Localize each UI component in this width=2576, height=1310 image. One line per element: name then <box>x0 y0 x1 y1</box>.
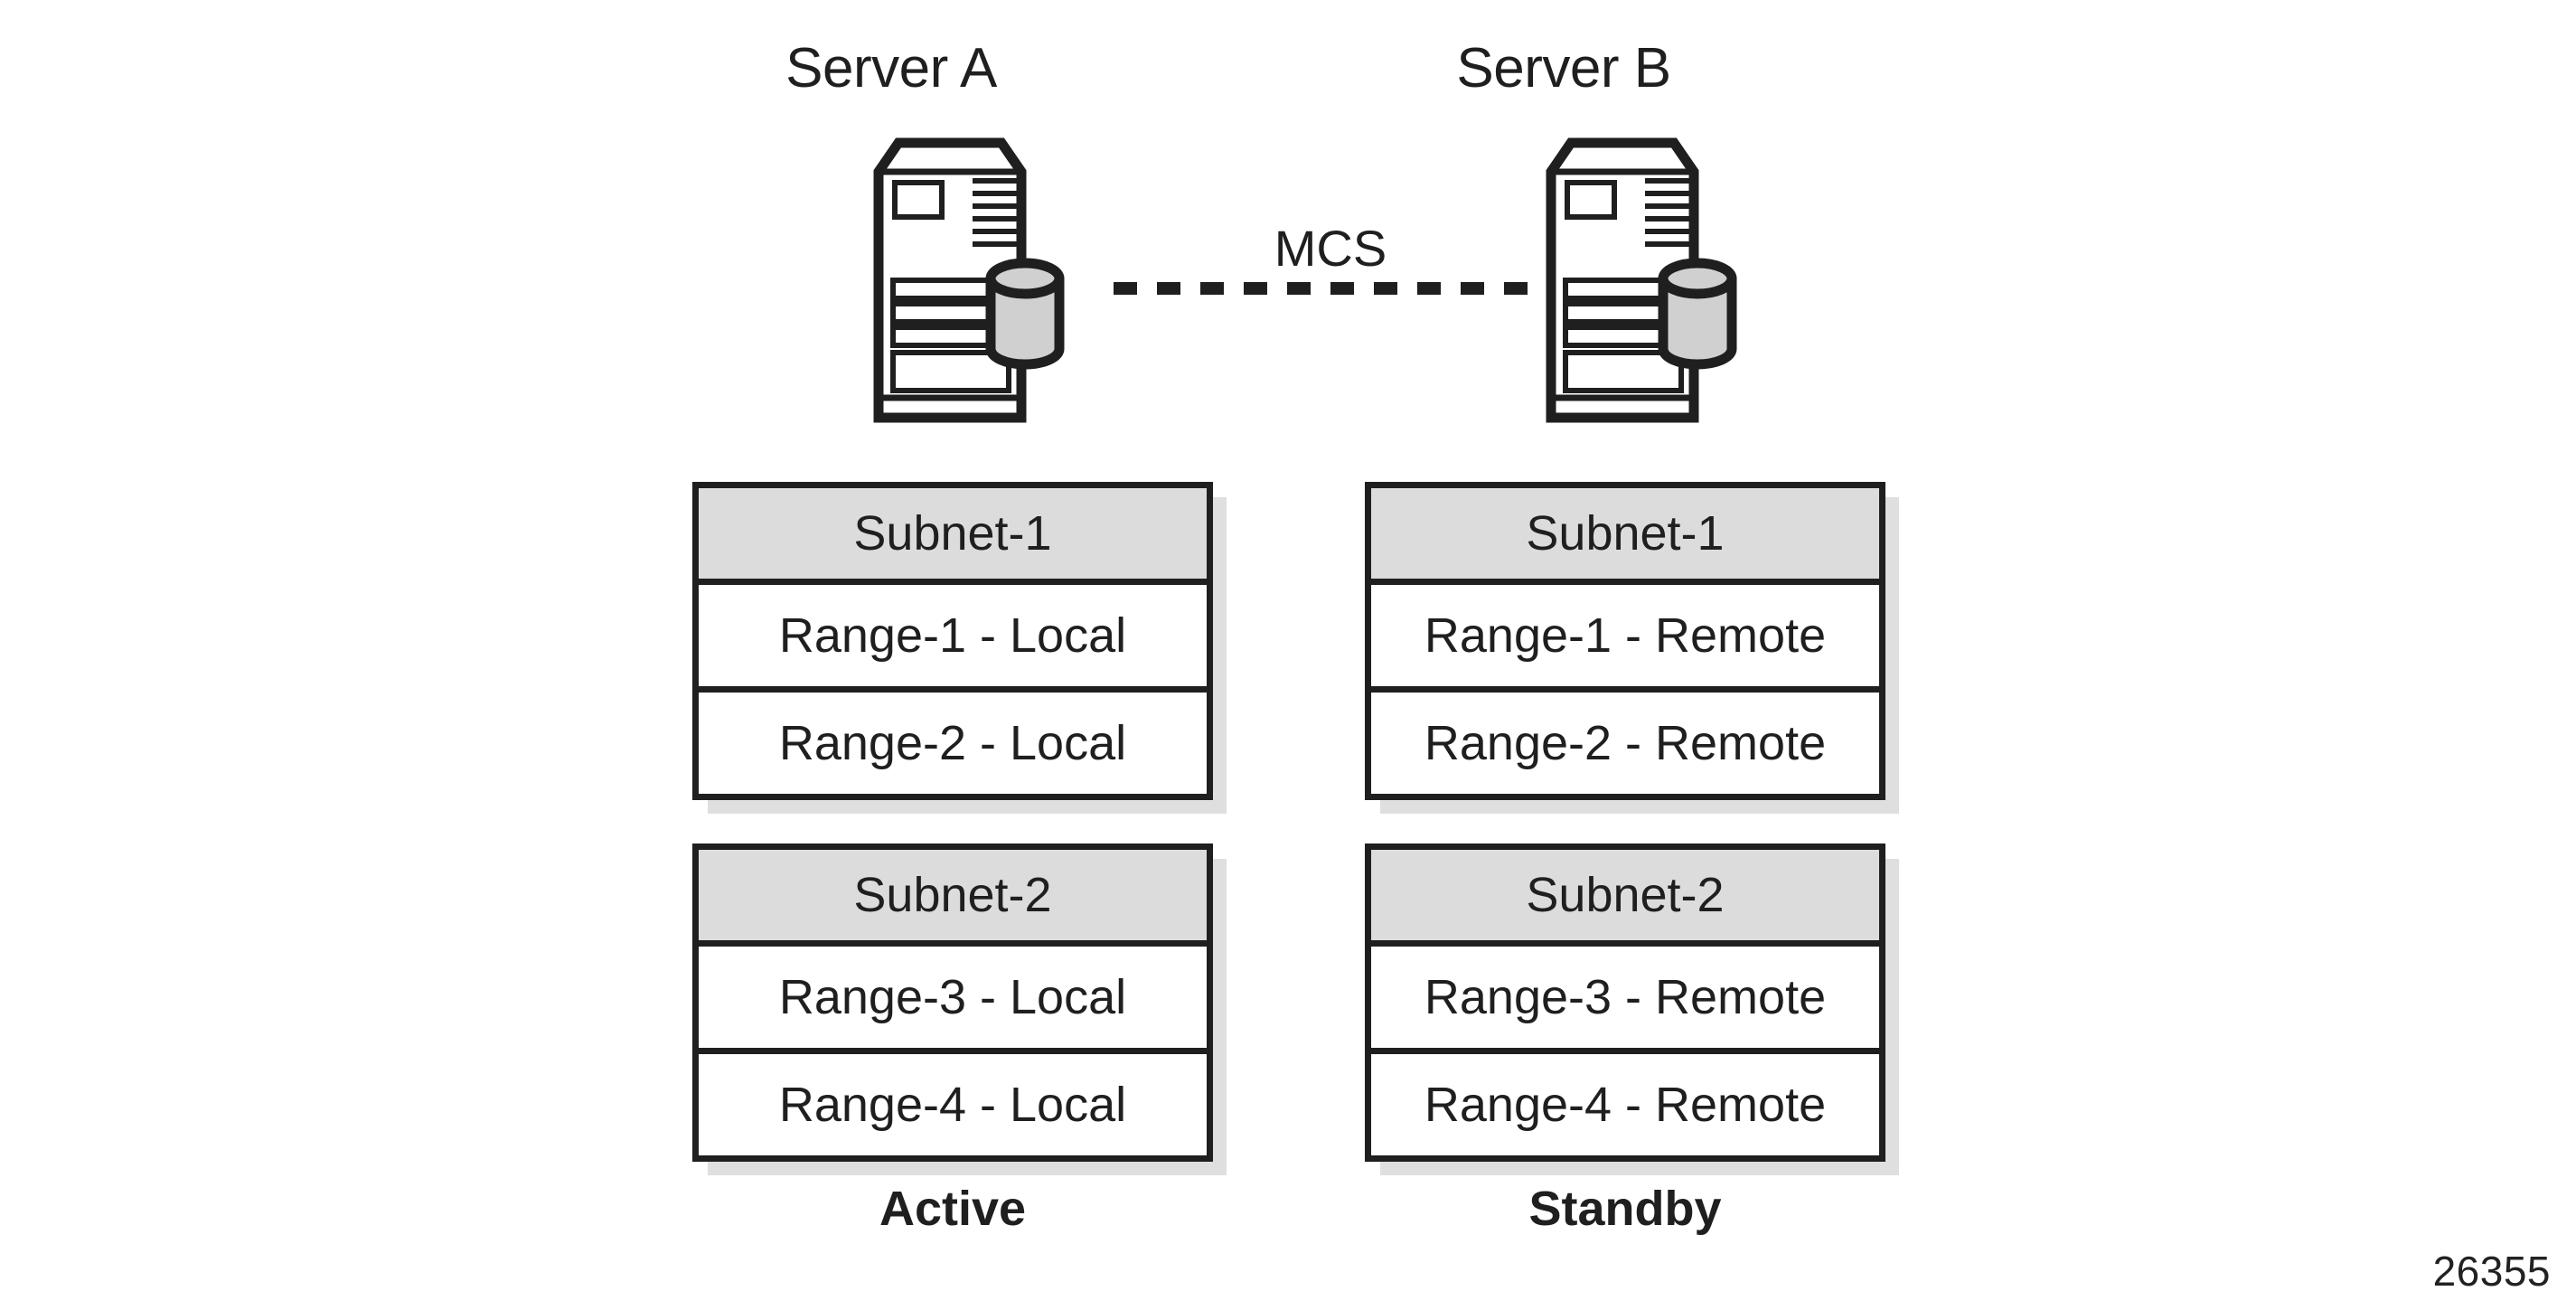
dashed-line <box>1114 282 1547 295</box>
subnet-range-row: Range-4 - Local <box>699 1048 1207 1155</box>
subnet-range-row: Range-2 - Remote <box>1371 686 1879 794</box>
subnet-table: Subnet-1 Range-1 - Local Range-2 - Local <box>692 482 1213 800</box>
mcs-link-label: MCS <box>1274 220 1387 277</box>
role-label-standby: Standby <box>1528 1182 1722 1236</box>
server-a-title: Server A <box>785 37 997 99</box>
subnet-range-row: Range-1 - Local <box>699 585 1207 686</box>
subnet-table-header: Subnet-2 <box>1371 850 1879 947</box>
role-label-active: Active <box>879 1182 1027 1236</box>
mcs-dashed-connector <box>1114 282 1547 297</box>
figure-id-label: 26355 <box>2432 1248 2551 1295</box>
subnet-table: Subnet-2 Range-3 - Local Range-4 - Local <box>692 843 1213 1162</box>
server-b-title: Server B <box>1456 37 1671 99</box>
server-tower-with-database-icon <box>1540 136 1766 425</box>
subnet-table: Subnet-1 Range-1 - Remote Range-2 - Remo… <box>1365 482 1885 800</box>
subnet-range-row: Range-3 - Local <box>699 947 1207 1048</box>
subnet-table: Subnet-2 Range-3 - Remote Range-4 - Remo… <box>1365 843 1885 1162</box>
subnet-table-header: Subnet-1 <box>699 488 1207 585</box>
subnet-table-header: Subnet-1 <box>1371 488 1879 585</box>
server-tower-with-database-icon <box>868 136 1094 425</box>
subnet-range-row: Range-1 - Remote <box>1371 585 1879 686</box>
subnet-range-row: Range-3 - Remote <box>1371 947 1879 1048</box>
subnet-table-header: Subnet-2 <box>699 850 1207 947</box>
subnet-range-row: Range-2 - Local <box>699 686 1207 794</box>
subnet-range-row: Range-4 - Remote <box>1371 1048 1879 1155</box>
